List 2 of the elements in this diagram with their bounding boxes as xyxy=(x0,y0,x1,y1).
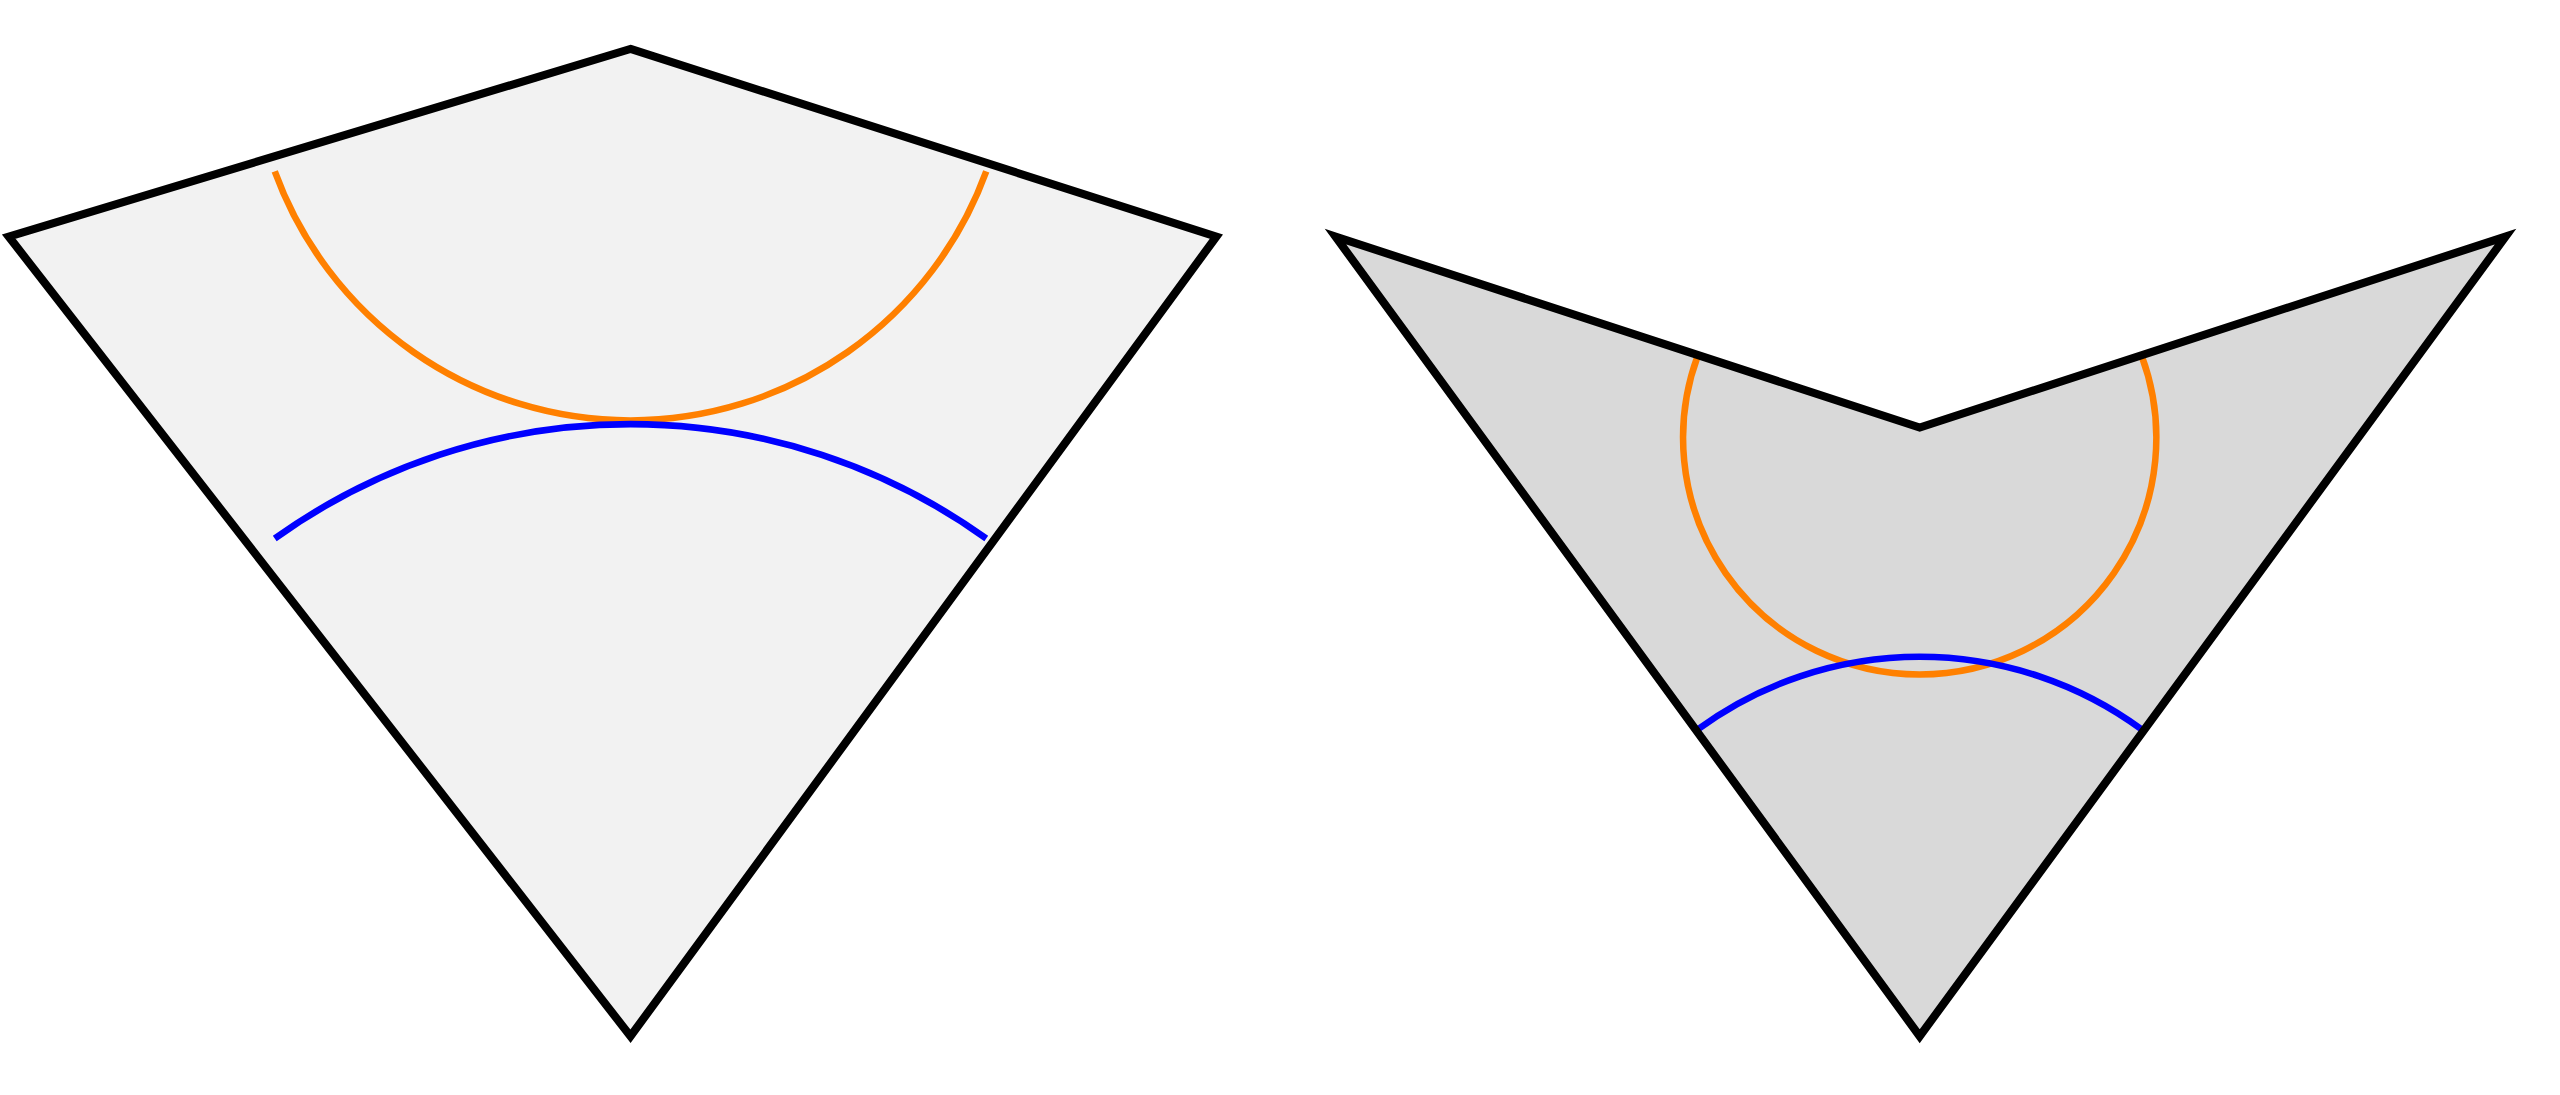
dart-drawing xyxy=(1324,228,2517,1044)
kite-drawing xyxy=(1,44,1223,1044)
